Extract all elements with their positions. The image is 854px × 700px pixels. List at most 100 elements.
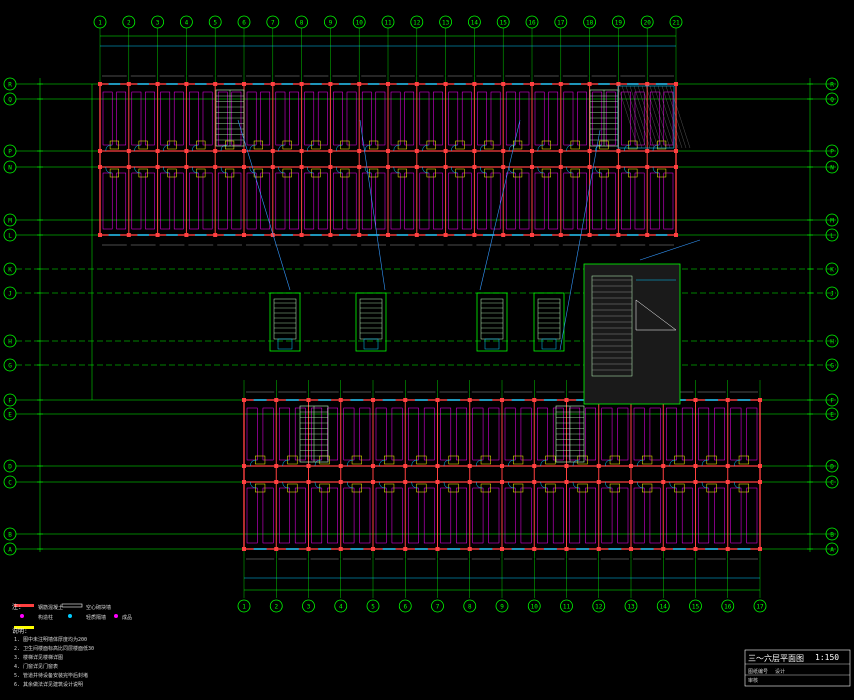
bottom-block-door-swing-l-1 <box>282 481 289 489</box>
bottom-block-column-10-2 <box>564 480 569 484</box>
note-line-1: 1. 图中未注明墙体厚度均为200 <box>14 637 88 643</box>
top-block-column-17-1 <box>587 149 592 153</box>
grid-bubble-top-12: 12 <box>410 15 424 29</box>
svg-text:R: R <box>8 82 12 89</box>
bottom-block-column-2-1 <box>306 464 311 468</box>
grid-bubble-right-d: D <box>825 459 839 473</box>
bottom-block-bed-upper-a-15 <box>730 407 742 461</box>
svg-text:8: 8 <box>300 20 304 27</box>
svg-text:F: F <box>8 398 12 405</box>
svg-text:14: 14 <box>471 20 479 27</box>
grid-bubble-left-k: K <box>3 262 17 276</box>
top-block-column-3-3 <box>184 233 189 237</box>
top-block-column-14-0 <box>501 82 506 86</box>
bottom-block-column-9-1 <box>532 464 537 468</box>
top-block-bed-lower-b-5 <box>260 172 271 230</box>
grid-bubble-left-c: C <box>3 475 17 489</box>
top-block-column-13-2 <box>472 165 477 169</box>
svg-text:10: 10 <box>531 604 539 611</box>
top-block-bed-upper-a-7 <box>304 91 315 146</box>
svg-text:J: J <box>830 291 834 298</box>
bottom-block-door-swing-l-2 <box>314 481 321 489</box>
bottom-block-door-swing-u-8 <box>508 459 515 467</box>
grid-bubble-top-4: 4 <box>179 15 193 29</box>
bottom-block-column-4-3 <box>371 547 375 551</box>
svg-text:A: A <box>8 547 12 554</box>
top-block-column-7-2 <box>299 165 304 169</box>
top-block-column-0-2 <box>98 165 102 169</box>
bottom-block-column-13-3 <box>661 547 666 551</box>
top-block-column-5-3 <box>242 233 246 237</box>
svg-text:12: 12 <box>595 604 603 611</box>
top-block-column-0-0 <box>98 82 102 86</box>
svg-text:1: 1 <box>98 20 102 27</box>
bottom-block-door-swing-u-13 <box>669 459 676 467</box>
bottom-block-bed-upper-a-7 <box>472 407 484 461</box>
top-block-bed-upper-b-5 <box>260 91 271 146</box>
svg-text:C: C <box>830 480 834 487</box>
grid-bubble-bottom-17: 17 <box>753 599 767 613</box>
top-block-column-14-1 <box>501 149 506 153</box>
top-block-bed-lower-a-5 <box>246 172 257 230</box>
top-block-column-9-2 <box>357 165 362 169</box>
top-block-door-swing-l-10 <box>393 166 400 174</box>
top-block-bed-upper-a-4 <box>217 91 228 146</box>
top-block-door-swing-l-4 <box>220 166 227 174</box>
bottom-block-column-9-3 <box>532 547 537 551</box>
top-block-door-swing-l-6 <box>278 166 285 174</box>
bottom-block-door-swing-l-7 <box>475 481 483 489</box>
top-block-door-swing-u-18 <box>623 144 631 152</box>
svg-text:7: 7 <box>436 604 440 611</box>
top-block-column-5-1 <box>242 149 246 153</box>
top-block-column-12-0 <box>443 82 448 86</box>
legend-item-2: 空心砌块墙 <box>86 605 112 611</box>
svg-text:17: 17 <box>557 20 565 27</box>
top-block-door-swing-u-10 <box>393 144 400 152</box>
top-block-bed-lower-a-9 <box>361 172 372 230</box>
bottom-block-door-swing-l-15 <box>733 481 741 489</box>
grid-bubble-bottom-10: 10 <box>527 599 541 613</box>
grid-bubble-right-c: C <box>825 475 839 489</box>
legend-swatch-block <box>61 603 83 608</box>
top-block-bed-lower-b-13 <box>490 172 501 230</box>
top-block-bed-upper-a-3 <box>189 91 199 146</box>
grid-bubble-right-f: F <box>825 393 839 407</box>
top-block-column-0-1 <box>98 149 102 153</box>
top-block-column-2-2 <box>155 165 160 169</box>
bottom-block-door-swing-u-1 <box>282 459 289 467</box>
top-block-door-swing-l-2 <box>163 166 170 174</box>
grid-bubble-left-l: L <box>3 228 17 242</box>
top-block-column-2-0 <box>155 82 160 86</box>
bottom-block-door-swing-l-4 <box>379 481 386 489</box>
top-block-bed-lower-b-3 <box>202 172 213 230</box>
svg-text:G: G <box>830 363 834 370</box>
bottom-block-bed-lower-a-14 <box>698 487 710 544</box>
top-block-column-7-0 <box>299 82 304 86</box>
top-block-bed-lower-a-4 <box>217 172 228 230</box>
grid-bubble-bottom-6: 6 <box>398 599 412 613</box>
svg-text:18: 18 <box>586 20 594 27</box>
top-block-column-15-3 <box>530 233 534 237</box>
top-block-bed-upper-a-11 <box>419 91 430 146</box>
bottom-block-bed-upper-b-3 <box>359 407 371 461</box>
top-block-column-10-2 <box>386 165 390 169</box>
top-block-bed-lower-a-7 <box>304 172 315 230</box>
bottom-block-column-8-0 <box>500 398 504 402</box>
bottom-block-bed-lower-b-11 <box>617 487 629 544</box>
svg-text:1: 1 <box>242 604 246 611</box>
bottom-block-column-7-2 <box>467 480 472 484</box>
bottom-block-bed-upper-b-10 <box>585 407 596 461</box>
top-block-column-7-3 <box>299 233 304 237</box>
bottom-block-column-15-2 <box>725 480 730 484</box>
top-block-door-swing-l-15 <box>537 166 544 174</box>
top-block-bed-upper-b-4 <box>231 91 242 146</box>
grid-bubble-bottom-15: 15 <box>689 599 702 613</box>
top-block-bed-lower-a-15 <box>534 172 545 230</box>
top-block-bed-upper-b-10 <box>404 91 415 146</box>
bottom-block-door-swing-u-5 <box>411 459 418 467</box>
top-block-column-10-0 <box>386 82 390 86</box>
svg-text:9: 9 <box>500 604 504 611</box>
bottom-block-column-3-2 <box>338 480 343 484</box>
bottom-block-bed-lower-a-11 <box>601 487 613 544</box>
